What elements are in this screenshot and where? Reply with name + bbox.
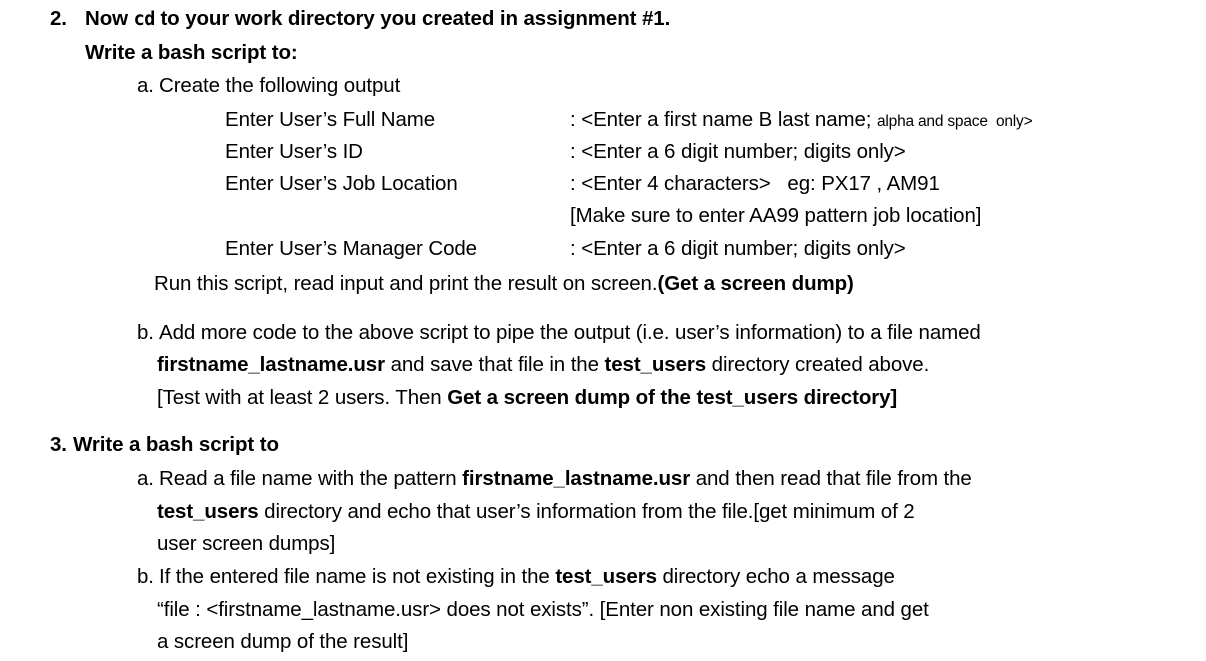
item-2b-line-2-mid: and save that file in the [384, 353, 605, 376]
prompt-label: Enter User’s Full Name [225, 108, 436, 131]
test-users-dir-bold: test_users [555, 565, 657, 588]
prompt-value: : <Enter a 6 digit number; digits only> [570, 237, 906, 260]
item-3b-line-1-plain-1: If the entered file name is not existing… [159, 565, 556, 588]
item-2b-line-2-tail: directory created above. [706, 353, 930, 376]
item-3b-line-1-plain-2: directory echo a message [656, 565, 895, 588]
item-2a-marker: a. [137, 74, 154, 97]
item-2b-line-2: firstname_lastname.usr and save that fil… [157, 352, 929, 378]
item-3b-line-2: “file : <firstname_lastname.usr> does no… [157, 598, 929, 621]
prompt-row: Enter User’s ID : <Enter a 6 digit numbe… [225, 139, 1185, 165]
prompt-value: : <Enter a 6 digit number; digits only> [570, 140, 906, 163]
item-2b-marker: b. [137, 321, 154, 344]
test-users-dir-bold: test_users [604, 353, 707, 376]
filename-pattern-bold: firstname_lastname.usr [157, 353, 385, 376]
job-location-note: [Make sure to enter AA99 pattern job loc… [570, 204, 982, 227]
item-2b-line-1: Add more code to the above script to pip… [159, 321, 981, 344]
item-2-heading-command: cd [133, 9, 156, 30]
item-2-subheading: Write a bash script to: [85, 41, 298, 64]
prompt-value: : <Enter a first name B last name; alpha… [570, 107, 1033, 135]
item-3-heading: Write a bash script to [73, 433, 279, 456]
item-3a-marker: a. [137, 467, 154, 490]
item-2-heading: Now cd to your work directory you create… [85, 6, 670, 33]
item-2a-text: Create the following output [159, 74, 401, 97]
prompt-value-small: alpha and space only [876, 113, 1024, 130]
item-2b-line-3-plain: [Test with at least 2 users. Then [157, 386, 448, 409]
item-2b-line-3-bold: Get a screen dump of the test_users dire… [447, 386, 898, 409]
run-line-plain: Run this script, read input and print th… [154, 272, 658, 295]
filename-pattern-bold: firstname_lastname.usr [462, 467, 691, 490]
test-users-dir-bold: test_users [157, 500, 259, 523]
prompt-label: Enter User’s Manager Code [225, 237, 477, 260]
item-3-number: 3. [50, 433, 67, 456]
prompt-value: : <Enter 4 characters> eg: PX17 , AM91 [570, 172, 940, 195]
item-2-number: 2. [50, 7, 67, 30]
item-3b-line-3: a screen dump of the result] [157, 630, 409, 653]
item-3a-line-1: Read a file name with the pattern firstn… [159, 466, 972, 492]
item-3a-line-3: user screen dumps] [157, 532, 336, 555]
item-3a-line-1-plain-1: Read a file name with the pattern [159, 467, 463, 490]
item-2-heading-post: to your work directory you created in as… [154, 7, 671, 30]
prompt-row: Enter User’s Full Name : <Enter a first … [225, 107, 1185, 133]
prompt-value-main: : <Enter a first name B last name; [570, 108, 877, 131]
item-2a-run-line: Run this script, read input and print th… [154, 271, 854, 297]
item-3a-line-2-plain: directory and echo that user’s informati… [258, 500, 915, 523]
item-2b-line-3: [Test with at least 2 users. Then Get a … [157, 385, 897, 411]
prompt-label: Enter User’s ID [225, 140, 363, 163]
item-2-heading-pre: Now [85, 7, 134, 30]
prompt-value-tail: > [1023, 113, 1033, 130]
prompt-row: Enter User’s Manager Code : <Enter a 6 d… [225, 236, 1185, 262]
run-line-bold: (Get a screen dump) [657, 272, 854, 295]
item-3b-marker: b. [137, 565, 154, 588]
prompt-label: Enter User’s Job Location [225, 172, 458, 195]
prompt-row: Enter User’s Job Location : <Enter 4 cha… [225, 171, 1185, 197]
item-3b-line-1: If the entered file name is not existing… [159, 564, 895, 590]
item-3a-line-1-plain-2: and then read that file from the [690, 467, 972, 490]
item-3a-line-2: test_users directory and echo that user’… [157, 499, 915, 525]
